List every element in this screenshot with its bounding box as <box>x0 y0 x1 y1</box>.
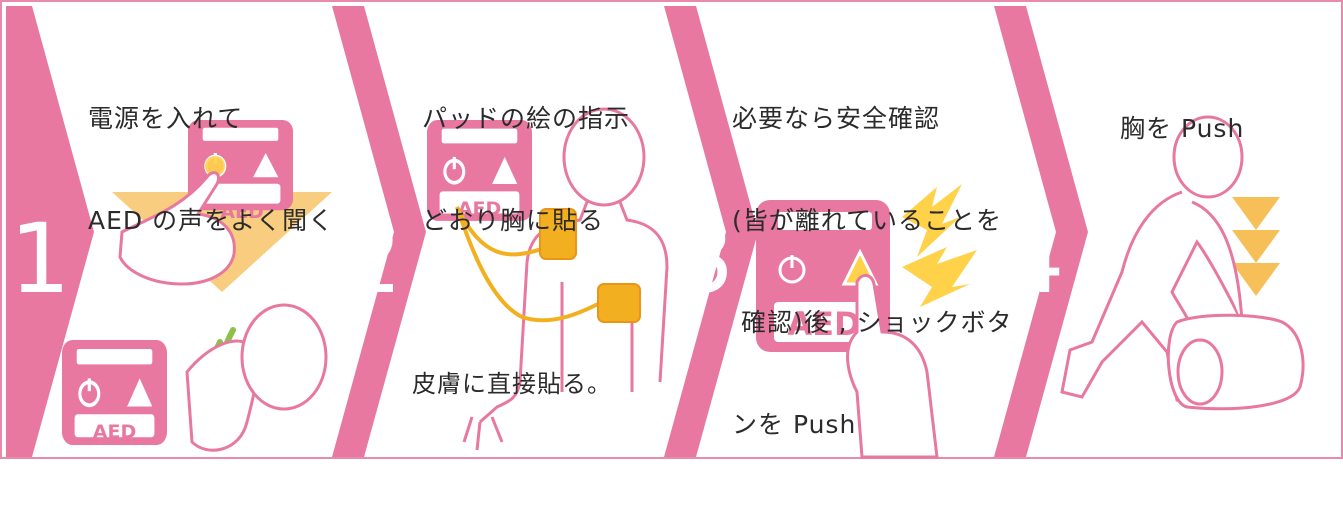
patient-lying <box>1166 313 1305 411</box>
instruction-line: どおり胸に貼る <box>422 206 605 235</box>
aed-label: AED <box>220 201 263 223</box>
instruction-line: (皆が離れていることを <box>732 206 1003 235</box>
instruction-line: パッドの絵の指示 <box>422 104 631 133</box>
step-chevron-4 <box>994 6 1088 457</box>
step-2-instruction: パッドの絵の指示 どおり胸に貼る <box>422 34 630 306</box>
step-number-4: 4 <box>1003 203 1064 315</box>
pad-cables <box>455 206 603 323</box>
push-arrows <box>1232 197 1280 296</box>
aed-device-2: AED <box>425 118 534 223</box>
step-2-note: 皮膚に直接貼る。 <box>412 370 612 398</box>
panel-3-illustration: AED <box>756 184 977 459</box>
step-chevron-3 <box>664 6 758 457</box>
listener-head <box>240 303 328 411</box>
step-1-instruction: 電源を入れて AED の声をよく聞く <box>88 34 334 306</box>
aed-device-1b: AED <box>60 338 169 447</box>
instruction-line: 電源を入れて <box>88 104 244 133</box>
instruction-line: 確認)後 , ショックボタ <box>732 308 1013 337</box>
step-chevron-2 <box>332 6 426 457</box>
aed-label: AED <box>93 421 136 443</box>
lightning-bolts <box>902 184 977 307</box>
panel-4-illustration <box>1060 115 1305 411</box>
panel-1-illustration: AED AED <box>60 118 332 452</box>
aed-label: AED <box>458 198 501 220</box>
instruction-line: ンを Push <box>732 410 857 439</box>
instruction-line: 必要なら安全確認 <box>732 104 941 133</box>
step-chevron-1 <box>6 6 94 457</box>
aed-label: AED <box>787 305 860 343</box>
instruction-line: AED の声をよく聞く <box>88 206 335 235</box>
aed-steps-diagram: AED AED AED <box>0 0 1343 459</box>
panel-2-illustration: AED <box>425 107 669 451</box>
pressing-hand <box>118 171 236 286</box>
step-number-1: 1 <box>9 203 70 315</box>
electrode-pad-lower <box>597 283 641 323</box>
aed-device-1: AED <box>186 118 295 223</box>
power-icon <box>205 156 225 176</box>
instruction-line: 胸を Push <box>1120 114 1245 143</box>
step-3-instruction: 必要なら安全確認 (皆が離れていることを 確認)後 , ショックボタ ンを Pu… <box>732 34 1013 510</box>
pressing-finger <box>846 274 939 459</box>
electrode-pad-upper <box>539 208 577 260</box>
step-4-instruction: 胸を Push <box>1120 44 1244 214</box>
step-number-2: 2 <box>341 203 402 315</box>
step-number-3: 3 <box>673 203 734 315</box>
diagram-artwork: AED AED AED <box>6 6 1305 459</box>
